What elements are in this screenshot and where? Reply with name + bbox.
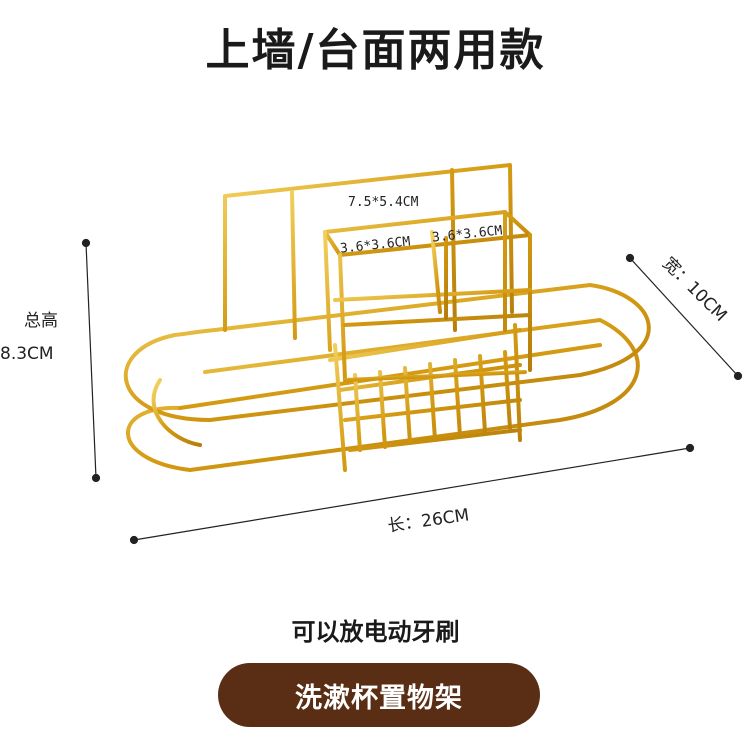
length-dimension-line (129, 443, 695, 545)
page-title: 上墙/台面两用款 (205, 25, 546, 76)
product-name-label: 洗漱杯置物架 (295, 683, 463, 714)
caption-text: 可以放电动牙刷 (291, 618, 460, 646)
height-value: 8.3CM (0, 344, 54, 364)
height-dimension-line (81, 238, 101, 483)
gold-wire-rack (123, 163, 651, 472)
height-label: 总高 (24, 311, 58, 331)
width-dimension-line (625, 253, 743, 381)
product-name-button[interactable]: 洗漱杯置物架 (218, 663, 540, 727)
spec-top-compartment: 7.5*5.4CM (348, 195, 419, 210)
